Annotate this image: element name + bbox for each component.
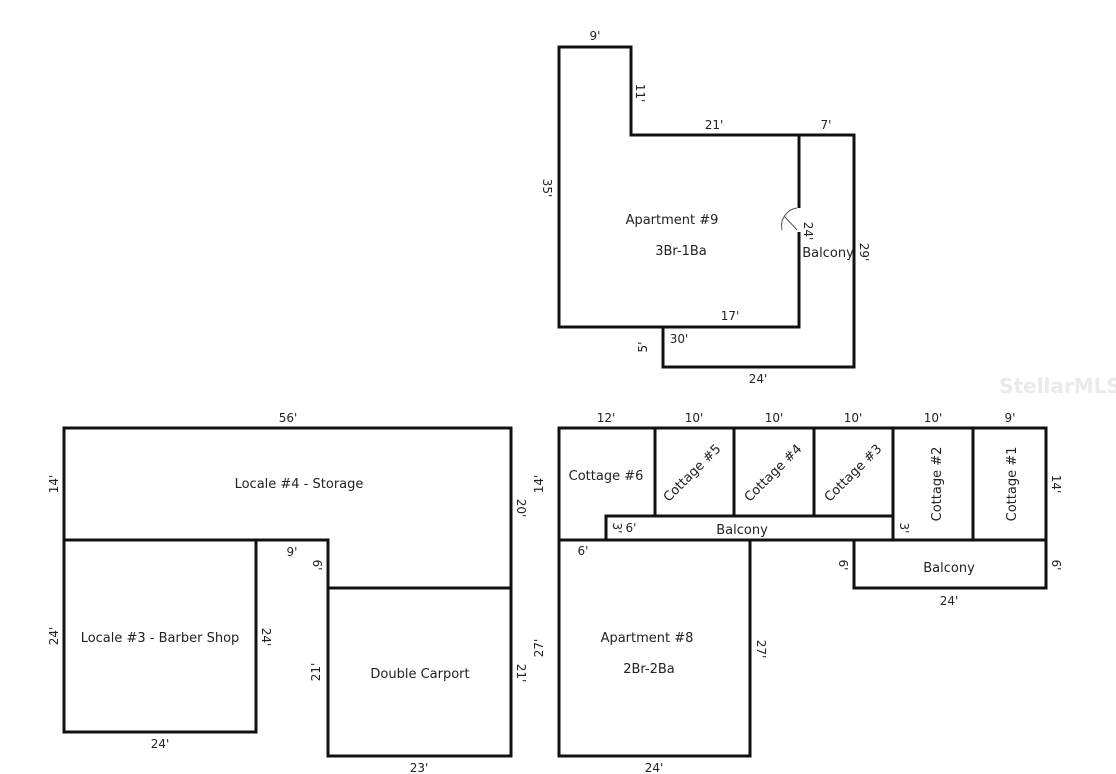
apartment-9-balcony-walls [661,133,856,369]
apartment-9-walls [557,45,801,329]
locale-4-walls [62,426,513,590]
dim: 24' [645,761,664,774]
dim: 24' [259,628,273,647]
dim: 56' [279,411,298,425]
dim: 27' [532,639,546,658]
dim: 24' [151,737,170,751]
room-label: Locale #4 - Storage [235,477,364,492]
room-label: Balcony [802,246,854,261]
dim: 14' [532,475,546,494]
room-label: Cottage #3 [822,442,885,505]
upper-balcony-walls [604,514,895,542]
dim: 21' [705,118,724,132]
dim: 10' [685,411,704,425]
dim: 17' [721,309,740,323]
watermark-logo: StellarMLS [999,374,1116,398]
dim: 10' [924,411,943,425]
dim: 6' [310,560,324,571]
room-label: Cottage #2 [930,447,945,522]
dim: 9' [1005,411,1016,425]
dim: 14' [47,475,61,494]
carport-walls [326,586,513,758]
dim: 14' [1049,475,1063,494]
dim: 29' [857,243,871,262]
dim: 9' [590,29,601,43]
room-label: Double Carport [370,667,469,682]
dim: 11' [633,84,647,103]
room-label: Locale #3 - Barber Shop [81,631,240,646]
room-label: Apartment #9 [626,213,719,228]
room-label: Cottage #1 [1005,447,1020,522]
dim: 10' [844,411,863,425]
room-layout: 2Br-2Ba [623,662,675,677]
dim: 6' [578,544,589,558]
room-label: Cottage #4 [742,442,805,505]
dim: 6' [626,521,637,535]
dim: 21' [514,664,528,683]
room-label: Apartment #8 [601,631,694,646]
dim: 24' [749,372,768,386]
locale-3-walls [62,538,258,734]
dim: 24' [801,222,815,241]
dim: 5' [636,342,650,353]
room-label: Balcony [716,523,768,538]
dim: 7' [821,118,832,132]
dim: 3' [610,523,624,534]
dim: 3' [897,523,911,534]
dim: 21' [309,663,323,682]
dim: 23' [410,761,429,774]
apartment-8-walls [557,538,752,758]
dim: 6' [836,560,850,571]
room-label: Balcony [923,561,975,576]
dim: 27' [754,640,768,659]
dim: 12' [597,411,616,425]
dim: 10' [765,411,784,425]
dim: 9' [287,545,298,559]
cottages-outer-walls [557,426,1048,758]
room-label: Cottage #5 [661,442,724,505]
dim: 35' [540,179,554,198]
dim: 20' [514,499,528,518]
dim: 24' [47,627,61,646]
room-layout: 3Br-1Ba [655,244,707,259]
room-label: Cottage #6 [569,469,644,484]
dim: 24' [940,594,959,608]
dim: 30' [670,332,689,346]
dim: 6' [1049,560,1063,571]
door-swing-icon [781,207,800,233]
